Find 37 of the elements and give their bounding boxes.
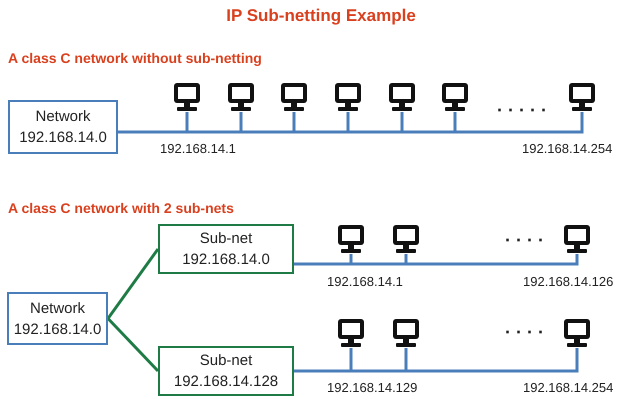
network-cable	[294, 254, 578, 266]
ip-address: 192.168.14.254	[523, 380, 614, 395]
ellipsis-dots: · · · ·	[505, 322, 544, 343]
network-box	[7, 292, 108, 345]
network-label: Sub-net 192.168.14.0	[181, 229, 271, 270]
computer-icon	[280, 82, 308, 112]
computer-icon	[227, 82, 255, 112]
network-box	[158, 346, 294, 396]
ip-address: 192.168.14.1	[327, 274, 403, 289]
network-cable	[106, 317, 160, 372]
ellipsis-dots: · · · ·	[505, 230, 544, 251]
network-box	[8, 100, 118, 154]
computer-icon	[441, 82, 469, 112]
computer-icon	[568, 82, 596, 112]
computer-icon	[337, 318, 365, 348]
network-cable	[294, 348, 578, 372]
computer-icon	[334, 82, 362, 112]
heading: A class C network without sub-netting	[8, 50, 262, 66]
computer-icon	[392, 318, 420, 348]
ip-address: 192.168.14.129	[327, 380, 418, 395]
computer-icon	[563, 224, 591, 254]
ip-address: 192.168.14.1	[160, 141, 236, 156]
network-box	[158, 224, 294, 274]
computer-icon	[173, 82, 201, 112]
network-label: Network 192.168.14.0	[18, 107, 108, 148]
computer-icon	[392, 224, 420, 254]
network-cable	[106, 248, 160, 320]
computer-icon	[388, 82, 416, 112]
ip-address: 192.168.14.254	[522, 141, 612, 156]
computer-icon	[563, 318, 591, 348]
ip-address: 192.168.14.126	[523, 274, 614, 289]
computer-icon	[337, 224, 365, 254]
heading: A class C network with 2 sub-nets	[8, 200, 234, 216]
network-label: Sub-net 192.168.14.128	[172, 351, 280, 392]
ellipsis-dots: · · · · ·	[497, 100, 547, 121]
title: IP Sub-netting Example	[225, 6, 417, 26]
network-label: Network 192.168.14.0	[12, 298, 102, 340]
